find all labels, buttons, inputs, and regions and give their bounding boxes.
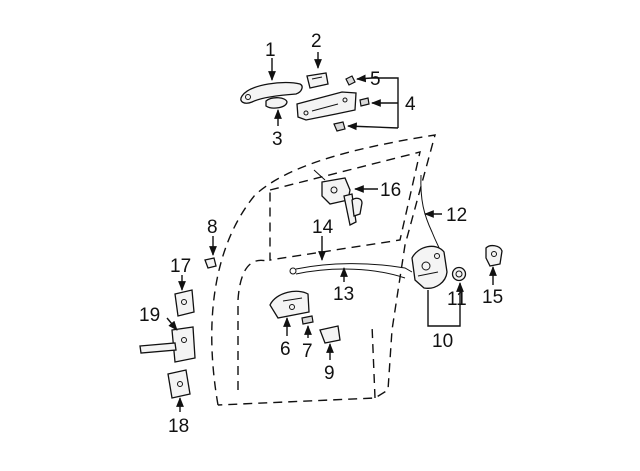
handle-bezel — [319, 325, 341, 344]
outside-door-handle — [240, 81, 303, 104]
callout-8: 8 — [207, 217, 218, 238]
callout-18: 18 — [168, 416, 189, 437]
callout-12: 12 — [446, 205, 467, 226]
lock-grommet — [451, 266, 467, 282]
leader-lines — [166, 52, 497, 412]
callout-16: 16 — [380, 180, 401, 201]
lock-cables — [289, 263, 413, 279]
callout-6: 6 — [280, 339, 291, 360]
upper-door-hinge — [174, 289, 195, 317]
callout-17: 17 — [170, 256, 191, 277]
callout-4: 4 — [405, 94, 416, 115]
callout-7: 7 — [302, 341, 313, 362]
callout-11: 11 — [447, 289, 467, 310]
handle-frame — [296, 91, 357, 121]
callout-10: 10 — [432, 331, 453, 352]
inside-door-handle — [269, 290, 310, 319]
callout-19: 19 — [139, 305, 160, 326]
callout-5: 5 — [370, 69, 381, 90]
handle-screw — [301, 315, 314, 325]
callout-2: 2 — [311, 31, 322, 52]
door-check-arm — [139, 326, 196, 363]
handle-gasket — [265, 97, 288, 109]
door-striker — [485, 244, 503, 267]
door-outline — [211, 134, 436, 406]
handle-cap — [306, 72, 329, 89]
callout-3: 3 — [272, 129, 283, 150]
callout-13: 13 — [333, 284, 354, 305]
screw-set — [333, 75, 370, 132]
callout-14: 14 — [312, 217, 334, 238]
lock-rod — [420, 174, 441, 251]
door-lock-assembly — [411, 245, 448, 289]
retainer-clip — [204, 257, 217, 269]
callout-15: 15 — [482, 287, 503, 308]
lower-door-hinge — [167, 369, 191, 399]
callout-1: 1 — [265, 40, 276, 61]
lock-cylinder — [313, 169, 363, 226]
callout-9: 9 — [324, 363, 335, 384]
